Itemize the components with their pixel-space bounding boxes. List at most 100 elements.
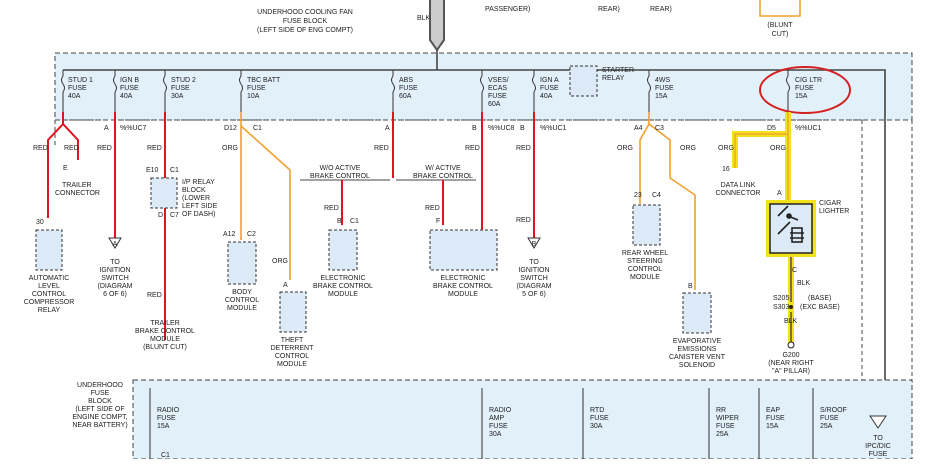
svg-text:MODULE: MODULE [448,291,478,298]
trailer-pin-e: E [63,165,68,172]
fuse-symbols [61,70,790,112]
svg-text:BLOCK: BLOCK [182,187,206,194]
dlc-org-label: ORG [718,145,734,152]
top-fragment: UNDERHOOD COOLING FAN FUSE BLOCK (LEFT S… [257,0,801,52]
trailer-brake-module-label: TRAILER BRAKE CONTROL MODULE (BLUNT CUT) [135,320,195,351]
svg-text:ELECTRONIC: ELECTRONIC [320,275,365,282]
svg-text:FUSE: FUSE [489,423,508,430]
svg-text:15A: 15A [157,423,170,430]
svg-text:(DIAGRAM: (DIAGRAM [517,283,552,290]
svg-text:CANISTER VENT: CANISTER VENT [669,354,726,361]
svg-text:REAR WHEEL: REAR WHEEL [622,250,668,257]
svg-text:IGNITION: IGNITION [99,267,130,274]
ip-relay-pin-e10: E10 [146,167,159,174]
ign-b-red-label: RED [97,145,112,152]
fan-block-label-2: FUSE BLOCK [283,18,328,25]
svg-text:15A: 15A [655,93,668,100]
svg-text:TRAILER: TRAILER [150,320,180,327]
svg-text:MODULE: MODULE [630,274,660,281]
to-ignition-switch-5-label: TO IGNITION SWITCH (DIAGRAM 5 OF 6) [517,259,552,298]
svg-text:RELAY: RELAY [38,307,61,314]
svg-text:TO: TO [110,259,120,266]
stud1-wire [47,112,79,218]
svg-text:LEFT SIDE: LEFT SIDE [182,203,218,210]
svg-text:DATA LINK: DATA LINK [721,182,756,189]
stud1-red-label-1: RED [33,145,48,152]
splice-s303: S303 [773,304,789,311]
blunt-label-2: CUT) [772,31,789,38]
svg-text:MODULE: MODULE [328,291,358,298]
svg-text:IPC/DIC: IPC/DIC [865,443,891,450]
svg-text:FUSE: FUSE [91,390,110,397]
svg-text:40A: 40A [68,93,81,100]
ebcm1-red-label: RED [324,205,339,212]
svg-text:(LEFT SIDE OF: (LEFT SIDE OF [75,406,124,413]
rear-wheel-steering-box [632,204,661,246]
svg-text:25A: 25A [820,423,833,430]
top-blk-label: BLK [417,15,431,22]
svg-text:MODULE: MODULE [277,361,307,368]
lighter-icon [777,205,804,243]
svg-text:FUSE: FUSE [157,415,176,422]
ebcm1-pin-b: B [337,218,342,225]
svg-text:(NEAR RIGHT: (NEAR RIGHT [768,360,814,367]
svg-text:W/ ACTIVE: W/ ACTIVE [425,165,461,172]
svg-text:CONTROL: CONTROL [628,266,662,273]
svg-text:4WS: 4WS [655,77,671,84]
svg-text:(DIAGRAM: (DIAGRAM [98,283,133,290]
svg-text:40A: 40A [120,93,133,100]
feed-arrow [429,0,445,52]
ign-b-pin-a: A [104,125,109,132]
lighter-blk-label-2: BLK [784,318,798,325]
rws-pin-c4: C4 [652,192,661,199]
ground-g200-symbol [787,341,795,349]
svg-text:FUSE: FUSE [488,93,507,100]
svg-text:DETERRENT: DETERRENT [271,345,315,352]
ign-a-red-label-1: RED [516,145,531,152]
svg-text:30A: 30A [590,423,603,430]
svg-text:IGNITION: IGNITION [518,267,549,274]
svg-text:RR: RR [716,407,726,414]
data-link-connector-label: DATA LINK CONNECTOR [716,182,761,197]
ebcm2-pin-f: F [436,218,440,225]
trailer-connector-label-1: TRAILER [62,182,92,189]
svg-text:CONTROL: CONTROL [32,291,66,298]
tbc-org-label-2: ORG [272,258,288,265]
stud2-red-label-2: RED [147,292,162,299]
cigar-lighter-box [769,203,813,254]
svg-text:BRAKE CONTROL: BRAKE CONTROL [433,283,493,290]
ip-relay-block-label: I/P RELAY BLOCK (LOWER LEFT SIDE OF DASH… [182,179,218,218]
svg-text:IGN B: IGN B [120,77,139,84]
svg-text:CIGAR: CIGAR [819,200,841,207]
dlc-pin-16: 16 [722,166,730,173]
svg-text:ABS: ABS [399,77,413,84]
evap-pin-b: B [688,283,693,290]
svg-text:6 OF 6): 6 OF 6) [103,291,127,298]
svg-text:UNDERHOOD: UNDERHOOD [77,382,123,389]
vses-pin-b: B [472,125,477,132]
ign-b-pin-uc7: %%UC7 [120,125,147,132]
ip-relay-block-box [150,177,178,209]
ip-relay-pin-d: D [158,212,163,219]
ground-g200-label: G200 (NEAR RIGHT "A" PILLAR) [768,352,814,375]
svg-text:I/P RELAY: I/P RELAY [182,179,215,186]
svg-text:FUSE: FUSE [399,85,418,92]
svg-text:FUSE: FUSE [820,415,839,422]
svg-text:FUSE: FUSE [540,85,559,92]
svg-text:RELAY: RELAY [602,75,625,82]
svg-text:BRAKE CONTROL: BRAKE CONTROL [313,283,373,290]
svg-text:NEAR BATTERY): NEAR BATTERY) [72,422,127,429]
svg-text:BRAKE CONTROL: BRAKE CONTROL [310,173,370,180]
svg-text:G200: G200 [782,352,799,359]
svg-text:CONNECTOR: CONNECTOR [716,190,761,197]
ebcm1-box [328,229,358,271]
svg-text:TBC BATT: TBC BATT [247,77,281,84]
svg-text:EMISSIONS: EMISSIONS [678,346,717,353]
